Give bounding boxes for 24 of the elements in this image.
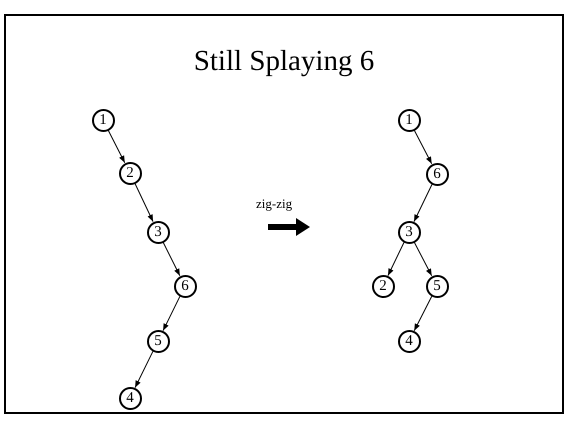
arrow (108, 130, 126, 164)
tree-node-circle: 5 (426, 274, 448, 298)
arrow (134, 350, 154, 388)
title: Still Splaying 6 (192, 45, 376, 78)
tree-node-circle: 3 (146, 220, 170, 244)
arrow (162, 296, 180, 332)
tree-node-circle: 6 (174, 274, 196, 298)
tree-node-circle: 4 (398, 330, 420, 352)
arrow (414, 296, 432, 332)
arrow (414, 130, 432, 164)
arrow (388, 242, 404, 276)
operation-label: zig-zig (256, 196, 292, 212)
tree-node-circle: 6 (426, 162, 448, 186)
tree-node-circle: 1 (92, 108, 114, 132)
tree-node-circle: 2 (372, 274, 394, 298)
tree-node-circle: 5 (146, 330, 170, 352)
arrow (162, 242, 180, 276)
tree-node-circle: 4 (118, 386, 142, 410)
tree-node-circle: 2 (118, 162, 142, 184)
tree-node-circle: 3 (398, 220, 420, 244)
arrow (414, 184, 432, 222)
arrow (134, 182, 154, 222)
arrow (414, 242, 432, 276)
tree-node-circle: 1 (398, 108, 420, 132)
